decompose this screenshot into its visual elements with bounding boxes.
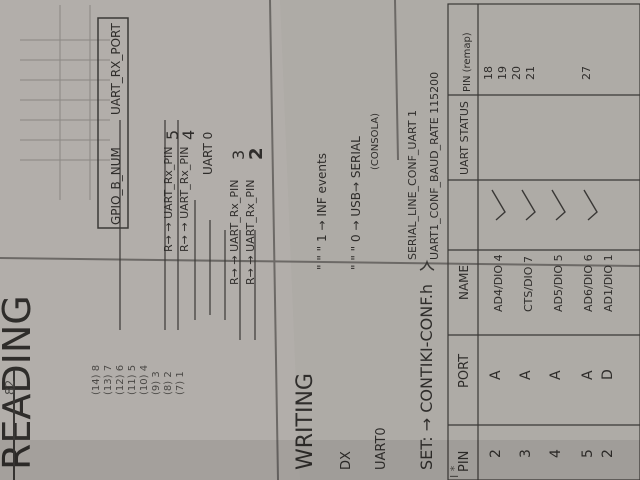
tbl-name-4: AD6/DIO 6: [582, 254, 595, 312]
dx-label: DX: [339, 451, 354, 470]
uart0-right-label: UART 0: [201, 132, 215, 175]
set-label: SET: → CONTIKI-CONF.h: [417, 284, 436, 470]
num-2: 2: [246, 147, 267, 160]
page-divider-3: [394, 0, 399, 161]
pin-table: [447, 3, 640, 480]
rx-pin-row-4: R→ → UART_Rx_PIN: [244, 180, 257, 285]
tbl-pin-4: 5: [580, 449, 596, 458]
tbl-remap-5: 27: [580, 66, 593, 80]
tbl-port-2: A: [518, 370, 534, 380]
margin-number-4: (11) 5: [127, 365, 138, 395]
consola-label: (CONSOLA): [370, 113, 381, 170]
tbl-remap-2: 19: [496, 66, 509, 80]
tbl-name-2: CTS/DIO 7: [522, 256, 535, 312]
margin-number-3: (12) 6: [115, 365, 126, 395]
tbl-port-3: A: [548, 370, 564, 380]
rx-pin-row-2: R→ → UART_Rx_PIN: [178, 147, 191, 252]
serial-line-conf: SERIAL_LINE_CONF_UART 1: [406, 110, 419, 260]
uart0-left-label: UART0: [374, 427, 389, 470]
tbl-header-port: PORT: [457, 354, 472, 388]
tbl-pin-5: 2: [600, 449, 616, 458]
tbl-header-pin-remap: PIN (remap): [462, 32, 473, 92]
tbl-pin-3: 4: [548, 449, 564, 458]
margin-number-column: (14) 8 (13) 7 (12) 6 (11) 5 (10) 4 (9) 3…: [91, 365, 186, 395]
margin-number-5: (10) 4: [139, 365, 150, 395]
margin-number-2: (13) 7: [103, 365, 114, 395]
margin-number-7: (8) 2: [163, 371, 174, 395]
top-mark: 82: [3, 380, 17, 395]
margin-number-1: (14) 8: [91, 365, 102, 395]
tbl-port-5: D: [600, 369, 616, 380]
tbl-remap-1: 18: [482, 66, 495, 80]
tbl-pin-2: 3: [518, 449, 534, 458]
config-brace: [419, 259, 435, 271]
num-4: 4: [179, 130, 198, 140]
tbl-port-1: A: [488, 370, 504, 380]
margin-number-8: (7) 1: [175, 371, 186, 395]
header-box: [97, 17, 129, 229]
uart-status-checks: [491, 189, 598, 221]
ditto-line-1: " " " 1 → INF events: [315, 153, 329, 270]
tbl-pin-1: 2: [488, 449, 504, 458]
tbl-header-name: NAME: [457, 265, 471, 300]
corner-mark: I *: [448, 465, 461, 478]
rx-pin-row-3: R→ → UART_Rx_PIN: [228, 180, 241, 285]
tbl-remap-4: 21: [524, 66, 537, 80]
tbl-name-3: AD5/DIO 5: [552, 254, 565, 312]
tbl-port-4: A: [580, 370, 596, 380]
page-divider-1: [0, 257, 640, 267]
num-3: 3: [229, 150, 248, 160]
reading-title: READING: [0, 295, 39, 470]
baud-rate-conf: UART1_CONF_BAUD_RATE 115200: [428, 72, 441, 260]
header-rx-port: UART_RX_PORT: [109, 23, 123, 115]
num-5: 5: [163, 130, 182, 140]
tbl-header-uart-status: UART STATUS: [458, 101, 471, 175]
pencil-grid: [20, 5, 110, 200]
photo-shadow: [0, 440, 640, 480]
tbl-name-5: AD1/DIO 1: [602, 254, 615, 312]
header-gpio-num: GPIO_B_NUM: [109, 147, 123, 225]
rx-pin-row-1: R→ → UART_Rx_PIN: [162, 147, 175, 252]
tbl-remap-3: 20: [510, 66, 523, 80]
margin-number-6: (9) 3: [151, 371, 162, 395]
tbl-header-pin: PIN: [457, 451, 472, 472]
pin-lines: [119, 120, 256, 340]
tbl-name-1: AD4/DIO 4: [492, 254, 505, 312]
writing-title: WRITING: [293, 373, 318, 470]
page-divider-2: [269, 0, 279, 480]
ditto-line-0: " " " 0 → USB→ SERIAL: [349, 136, 363, 270]
